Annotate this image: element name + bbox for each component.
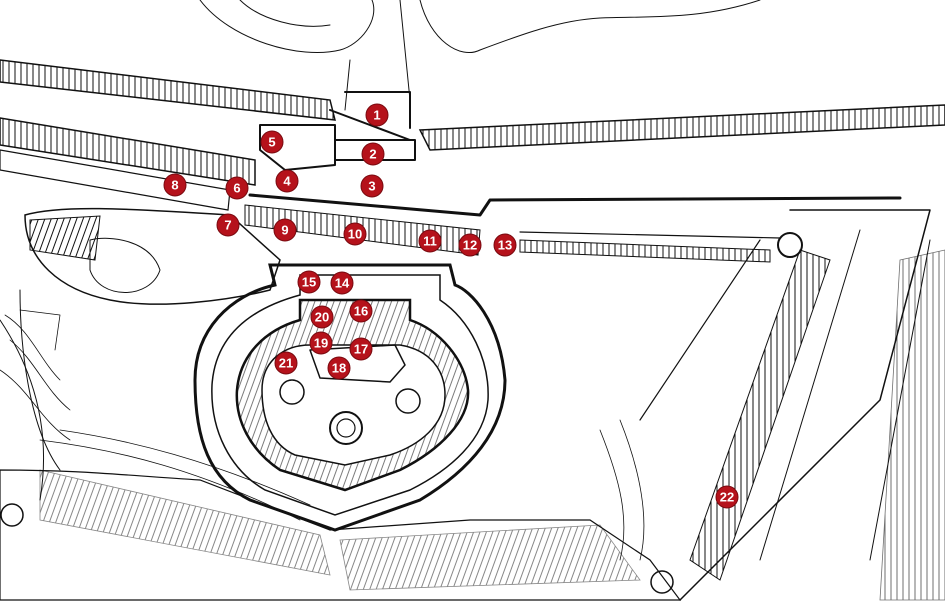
marker-14[interactable]: 14	[330, 271, 354, 295]
svg-text:9: 9	[281, 223, 288, 238]
marker-18[interactable]: 18	[327, 356, 351, 380]
svg-text:20: 20	[315, 310, 329, 325]
marker-20[interactable]: 20	[310, 305, 334, 329]
marker-17[interactable]: 17	[349, 337, 373, 361]
svg-text:3: 3	[368, 179, 375, 194]
svg-text:15: 15	[302, 275, 316, 290]
svg-text:21: 21	[279, 356, 293, 371]
svg-text:19: 19	[314, 336, 328, 351]
marker-11[interactable]: 11	[418, 229, 442, 253]
marker-12[interactable]: 12	[458, 233, 482, 257]
svg-text:7: 7	[224, 218, 231, 233]
eastern-bastion	[639, 209, 945, 601]
marker-9[interactable]: 9	[273, 218, 297, 242]
svg-text:11: 11	[423, 234, 437, 249]
marker-3[interactable]: 3	[360, 174, 384, 198]
top-hill-contours	[199, 0, 761, 111]
svg-text:10: 10	[348, 227, 362, 242]
svg-text:22: 22	[720, 490, 734, 505]
marker-2[interactable]: 2	[361, 142, 385, 166]
marker-5[interactable]: 5	[260, 130, 284, 154]
marker-19[interactable]: 19	[309, 331, 333, 355]
svg-text:16: 16	[354, 304, 368, 319]
marker-10[interactable]: 10	[343, 222, 367, 246]
marker-22[interactable]: 22	[715, 485, 739, 509]
svg-text:4: 4	[283, 174, 291, 189]
western-contours	[0, 309, 71, 441]
gate-structures	[259, 91, 416, 171]
marker-4[interactable]: 4	[275, 169, 299, 193]
marker-1[interactable]: 1	[365, 103, 389, 127]
svg-text:18: 18	[332, 361, 346, 376]
northern-ramparts	[0, 59, 945, 263]
marker-16[interactable]: 16	[349, 299, 373, 323]
marker-6[interactable]: 6	[225, 176, 249, 200]
marker-15[interactable]: 15	[297, 270, 321, 294]
marker-13[interactable]: 13	[493, 233, 517, 257]
marker-21[interactable]: 21	[274, 351, 298, 375]
svg-text:17: 17	[354, 342, 368, 357]
marker-7[interactable]: 7	[216, 213, 240, 237]
svg-text:6: 6	[233, 181, 240, 196]
svg-text:5: 5	[268, 135, 275, 150]
svg-text:14: 14	[335, 276, 350, 291]
map-markers: 1 2 3 4 5 6 7 8 9 10 11 12 13 14 15 16 1…	[163, 103, 739, 509]
marker-8[interactable]: 8	[163, 173, 187, 197]
western-bastion	[24, 207, 281, 305]
svg-text:8: 8	[171, 178, 178, 193]
middle-enclosure	[193, 263, 507, 532]
svg-text:12: 12	[463, 238, 477, 253]
citadel	[235, 298, 470, 492]
svg-text:1: 1	[373, 108, 380, 123]
svg-text:2: 2	[369, 147, 376, 162]
svg-text:13: 13	[498, 238, 512, 253]
